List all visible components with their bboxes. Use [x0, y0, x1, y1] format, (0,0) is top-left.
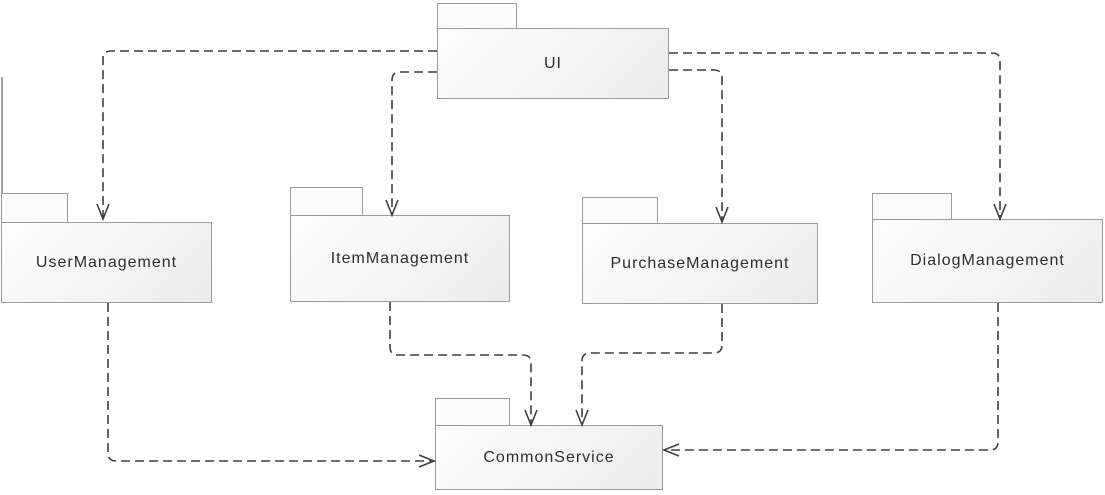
package-dialog-management-body: DialogManagement — [872, 219, 1103, 303]
package-item-management-body: ItemManagement — [290, 215, 510, 302]
package-common-service-tab — [435, 398, 510, 426]
package-item-management-label: ItemManagement — [330, 249, 470, 267]
package-user-management-tab — [1, 193, 68, 223]
dependency-ui-to-dialogmanagement — [669, 52, 1007, 222]
package-item-management-tab — [290, 187, 363, 216]
package-common-service-body: CommonService — [435, 425, 663, 490]
package-dialog-management-label: DialogManagement — [910, 252, 1065, 269]
package-common-service-label: CommonService — [483, 448, 615, 466]
dependency-dialogmanagement-to-commonservice — [661, 303, 999, 457]
dependency-ui-to-purchasemanagement — [669, 69, 729, 225]
package-ui-body: UI — [437, 28, 669, 99]
package-ui-tab — [437, 3, 517, 29]
dependency-purchasemanagement-to-commonservice — [575, 304, 723, 428]
package-purchase-management-label: PurchaseManagement — [610, 254, 790, 272]
dependency-ui-to-usermanagement — [96, 50, 437, 222]
package-ui-label: UI — [544, 54, 562, 72]
package-purchase-management-tab — [582, 197, 658, 224]
package-purchase-management-body: PurchaseManagement — [582, 223, 818, 304]
dependency-usermanagement-to-commonservice — [107, 303, 437, 468]
package-user-management-label: UserManagement — [35, 253, 178, 271]
package-dialog-management-tab — [872, 193, 952, 220]
dependency-ui-to-itemmanagement — [385, 71, 437, 218]
package-user-management-body: UserManagement — [1, 222, 212, 303]
